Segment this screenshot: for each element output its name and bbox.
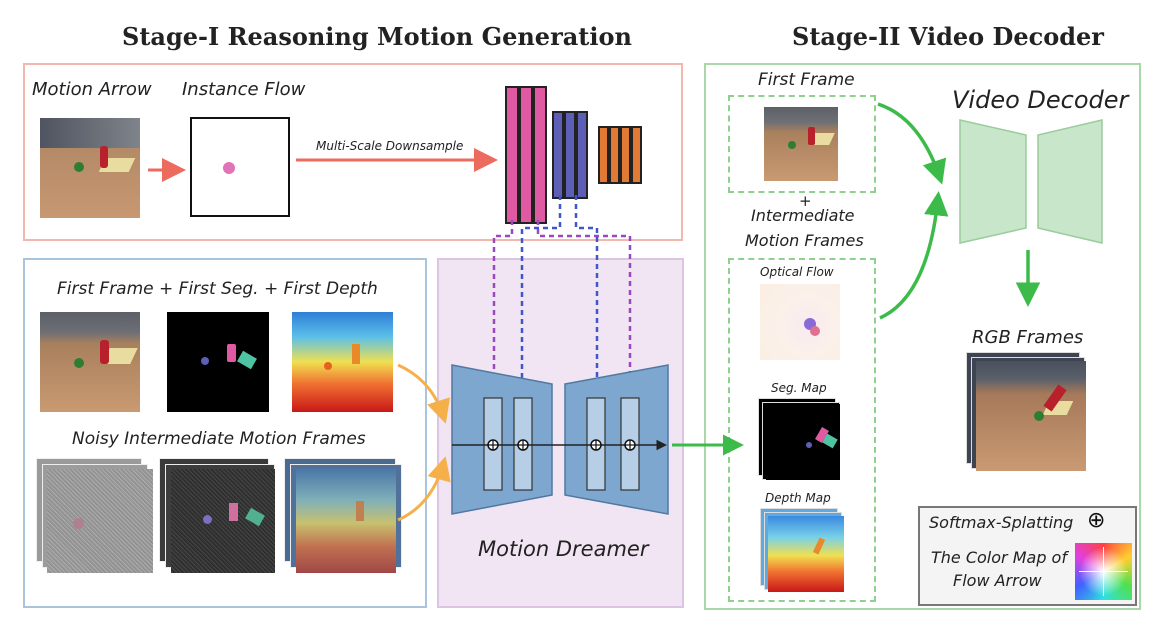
optical-flow-label: Optical Flow <box>760 265 834 279</box>
video-decoder-shape <box>959 119 1103 244</box>
instance-flow-image <box>190 117 290 217</box>
green-arrow-first-frame-to-decoder <box>877 102 947 185</box>
orange-arrow-first-frames <box>397 363 451 424</box>
flow-color-wheel-icon <box>1075 543 1132 600</box>
stage1-bottom-panel <box>23 258 427 608</box>
color-map-label-2: Flow Arrow <box>953 571 1042 590</box>
purple-dashed-connectors <box>485 220 639 450</box>
first-frame-dashed-box <box>728 95 876 193</box>
plus-label: + <box>799 192 812 210</box>
first-depth-image <box>292 312 393 412</box>
splatting-label: Softmax-Splatting <box>929 513 1074 532</box>
intermediate-frames-dashed-box <box>728 258 876 602</box>
unet-decoder <box>564 364 669 515</box>
s2-first-frame-label: First Frame <box>758 70 855 90</box>
splatting-symbol-icon: ⊕ <box>1087 508 1106 533</box>
rgb-frames-label: RGB Frames <box>972 327 1084 348</box>
color-map-label-1: The Color Map of <box>931 548 1067 567</box>
blue-dashed-connectors <box>513 195 606 450</box>
instance-flow-label: Instance Flow <box>182 79 306 100</box>
first-frames-label: First Frame + First Seg. + First Depth <box>57 279 378 299</box>
stage2-panel <box>704 63 1141 610</box>
stage2-title: Stage-II Video Decoder <box>792 22 1104 51</box>
stage1-top-panel <box>23 63 683 241</box>
first-frame-image <box>40 312 140 412</box>
unet-skip-line <box>452 439 667 451</box>
green-arrow-intermediate-to-decoder <box>879 191 949 320</box>
depth-map-label: Depth Map <box>765 491 831 505</box>
intermediate-label-2: Motion Frames <box>745 231 864 250</box>
s2-first-frame-image <box>764 107 838 181</box>
downsample-label: Multi-Scale Downsample <box>316 139 464 153</box>
intermediate-label-1: Intermediate <box>751 206 855 225</box>
unet-encoder <box>451 364 553 515</box>
motion-dreamer-label: Motion Dreamer <box>478 537 649 561</box>
video-decoder-label: Video Decoder <box>952 86 1129 114</box>
motion-arrow-label: Motion Arrow <box>32 79 152 100</box>
stage1-title: Stage-I Reasoning Motion Generation <box>122 22 632 51</box>
noisy-frames-label: Noisy Intermediate Motion Frames <box>72 429 366 449</box>
optical-flow-image <box>760 284 840 360</box>
motion-arrow-scene-image <box>40 118 140 218</box>
orange-arrow-noisy-frames <box>397 456 451 522</box>
seg-map-label: Seg. Map <box>771 381 827 395</box>
first-seg-image <box>167 312 269 412</box>
